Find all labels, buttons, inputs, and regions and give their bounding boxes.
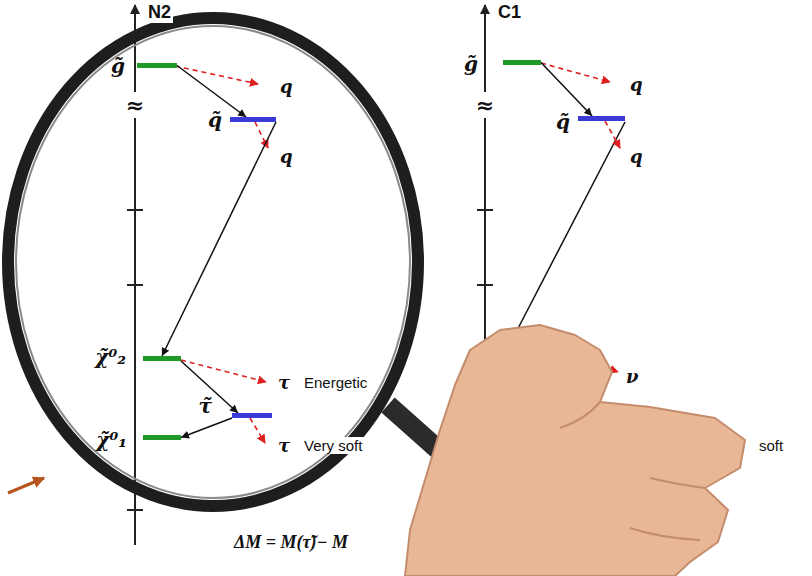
pointer-arrow bbox=[8, 478, 44, 493]
axis-break: ≈ bbox=[474, 92, 496, 118]
label-anchor: Very soft bbox=[302, 437, 364, 455]
label-anchor: ≈ bbox=[124, 92, 146, 118]
energy-level: q̃ bbox=[230, 117, 276, 122]
label-anchor: q bbox=[628, 146, 645, 167]
energy-level: χ̃⁰₁ bbox=[143, 435, 181, 440]
axis-tick bbox=[127, 284, 143, 286]
particle-label: g̃ bbox=[111, 54, 125, 78]
finger-crease bbox=[630, 528, 700, 540]
particle-label: q̃ bbox=[556, 110, 570, 134]
particle-label: q̃ bbox=[208, 108, 222, 132]
panel-title: C1 bbox=[496, 2, 523, 23]
hand bbox=[405, 325, 745, 576]
axis-tick bbox=[477, 284, 493, 286]
energy-level: g̃ bbox=[503, 60, 541, 65]
particle-label: q bbox=[278, 146, 295, 167]
label-anchor: ν bbox=[624, 366, 641, 387]
decay-line bbox=[162, 122, 276, 356]
finger-crease bbox=[560, 402, 600, 428]
emission-arrow bbox=[250, 418, 265, 443]
label-anchor: ΔM = M(τ̃)− M bbox=[232, 532, 350, 553]
particle-label: τ bbox=[276, 435, 292, 456]
emission-arrow bbox=[181, 360, 266, 382]
particle-label: g̃ bbox=[464, 52, 478, 76]
emission-arrow bbox=[605, 121, 620, 148]
label-anchor: ≈ bbox=[474, 92, 496, 118]
particle-label: τ bbox=[276, 372, 292, 393]
formula: ΔM = M(τ̃)− M bbox=[232, 532, 350, 553]
label-anchor: C1 bbox=[496, 2, 523, 23]
energy-level: q̃ bbox=[578, 116, 625, 121]
axis-break: ≈ bbox=[124, 92, 146, 118]
annotation: soft bbox=[757, 437, 785, 454]
mass-axis bbox=[134, 5, 136, 545]
particle-label: τ̃ bbox=[199, 394, 212, 418]
label-anchor: Energetic bbox=[302, 374, 369, 392]
particle-label: χ̃⁰₁ bbox=[96, 428, 127, 452]
emission-arrow bbox=[175, 66, 258, 84]
decay-line bbox=[181, 418, 232, 438]
label-anchor: N2 bbox=[146, 2, 173, 23]
energy-level: τ̃ bbox=[232, 413, 272, 418]
decay-line bbox=[541, 63, 592, 117]
label-anchor: q bbox=[628, 74, 645, 95]
annotation: Energetic bbox=[302, 374, 369, 391]
axis-tick bbox=[127, 509, 143, 511]
label-anchor: τ bbox=[276, 372, 292, 393]
particle-label: q bbox=[278, 76, 295, 97]
particle-label: χ̃⁰₂ bbox=[95, 345, 126, 369]
particle-label: ν bbox=[624, 366, 641, 387]
magnifier-rim bbox=[16, 26, 410, 498]
label-anchor: q bbox=[278, 146, 295, 167]
magnifier-ring bbox=[8, 18, 418, 506]
energy-level: χ̃⁰₂ bbox=[143, 356, 181, 361]
axis-tick bbox=[477, 209, 493, 211]
particle-label: q bbox=[628, 74, 645, 95]
annotation: Very soft bbox=[302, 437, 364, 454]
axis-tick bbox=[127, 209, 143, 211]
label-anchor: τ bbox=[276, 435, 292, 456]
particle-label: q bbox=[628, 146, 645, 167]
decay-line bbox=[512, 122, 625, 340]
label-anchor: soft bbox=[757, 437, 785, 455]
label-anchor: q bbox=[278, 76, 295, 97]
finger-crease bbox=[650, 478, 705, 488]
panel-title: N2 bbox=[146, 2, 173, 23]
energy-level: g̃ bbox=[137, 63, 177, 68]
